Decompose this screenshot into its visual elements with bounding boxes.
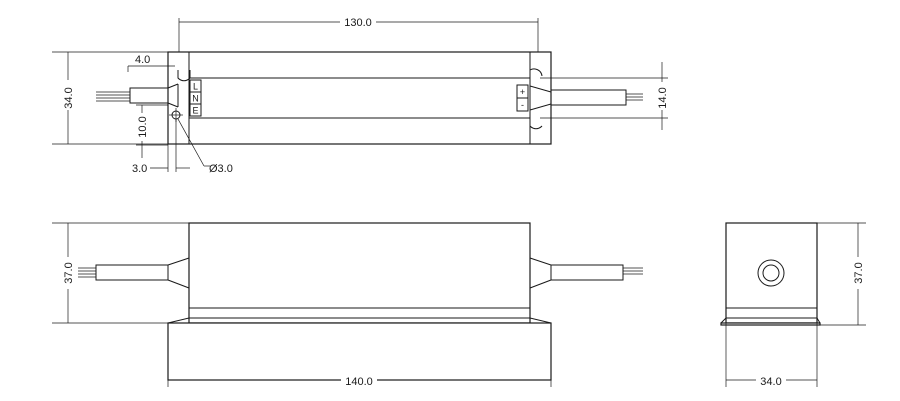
- dim-top-length: 130.0: [178, 14, 539, 52]
- end-view-body: [725, 222, 818, 324]
- input-cable: [96, 83, 179, 108]
- dim-34-end-label: 34.0: [760, 376, 781, 388]
- front-view-base: [167, 322, 552, 381]
- dim-hole-offset-h: 3.0: [132, 119, 190, 175]
- front-view-body: [188, 222, 531, 324]
- dim-3-label: 3.0: [132, 163, 147, 175]
- dim-hole-offset-v: 10.0: [135, 104, 168, 158]
- dim-output-spacing: 14.0: [540, 62, 670, 130]
- input-terminal-labels: L N E: [189, 79, 202, 117]
- output-terminal-labels: + -: [516, 84, 529, 112]
- dim-4-label: 4.0: [135, 54, 150, 66]
- top-view: L N E + - 130.0: [52, 14, 670, 175]
- top-view-case: [167, 51, 552, 145]
- front-view: 37.0 140.0: [52, 222, 643, 388]
- dim-side-height: 34.0: [52, 51, 168, 145]
- dim-130-label: 130.0: [344, 17, 372, 29]
- dim-front-height: 37.0: [52, 222, 189, 324]
- dim-diameter-label: Ø3.0: [209, 163, 233, 175]
- terminal-E: E: [192, 106, 198, 116]
- dim-37-end-label: 37.0: [853, 262, 865, 283]
- dim-14-label: 14.0: [657, 87, 669, 108]
- terminal-plus: +: [520, 87, 525, 97]
- dim-cable-offset: 4.0: [127, 54, 175, 72]
- cable-gland-outer: [757, 259, 785, 287]
- dim-37-front-label: 37.0: [63, 262, 75, 283]
- dim-10-label: 10.0: [137, 116, 149, 137]
- dim-front-length: 140.0: [167, 323, 552, 388]
- dim-140-label: 140.0: [345, 376, 373, 388]
- dim-34-label: 34.0: [63, 87, 75, 108]
- terminal-N: N: [192, 94, 199, 104]
- dim-end-width: 34.0: [725, 323, 818, 388]
- mounting-slot-right: [529, 118, 543, 130]
- dim-hole-diameter: Ø3.0: [177, 118, 233, 175]
- front-input-cable: [78, 257, 190, 289]
- cable-gland-inner: [762, 264, 780, 282]
- front-output-cable: [529, 257, 643, 289]
- output-cable: [529, 85, 643, 111]
- terminal-L: L: [193, 82, 198, 92]
- dim-end-height: 37.0: [817, 222, 866, 326]
- end-view: 37.0 34.0: [720, 222, 866, 388]
- terminal-minus: -: [521, 100, 524, 110]
- mounting-slot: [177, 70, 191, 82]
